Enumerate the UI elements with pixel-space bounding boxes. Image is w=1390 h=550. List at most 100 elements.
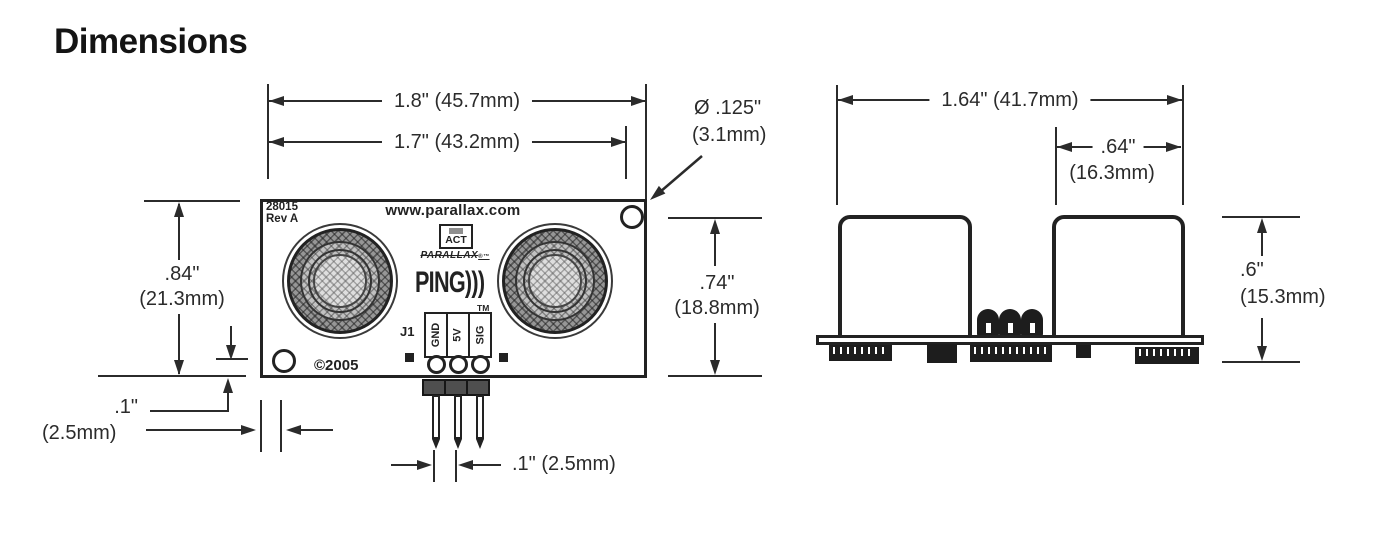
ext-line xyxy=(144,200,240,202)
dim-line xyxy=(714,322,716,364)
dim-label: (15.3mm) xyxy=(1240,285,1326,309)
ext-line xyxy=(1182,85,1184,205)
dim-label: .84" (21.3mm) xyxy=(134,260,230,314)
act-led-box: ACT xyxy=(439,224,473,249)
page-title: Dimensions xyxy=(54,22,248,61)
dim-label: (3.1mm) xyxy=(692,123,767,147)
pin-pad xyxy=(471,355,490,374)
arrow-left-icon xyxy=(1057,142,1072,152)
smd-component xyxy=(829,345,892,361)
pcb-side xyxy=(816,335,1204,345)
square-pad xyxy=(405,353,414,362)
transducer-ring xyxy=(502,228,608,334)
ext-line xyxy=(216,358,248,360)
arrow-up-icon xyxy=(1257,218,1267,233)
arrow-left-icon xyxy=(458,460,473,470)
pin-pad xyxy=(449,355,468,374)
transducer-ring xyxy=(515,241,595,321)
mounting-hole-top-right xyxy=(620,205,644,229)
pin-label-cell-5v: 5V xyxy=(446,312,470,358)
arrow-left-icon xyxy=(269,96,284,106)
connector-j1: GND 5V SIG xyxy=(424,312,492,358)
ext-line xyxy=(668,375,762,377)
dim-label: .74" (18.8mm) xyxy=(669,269,765,323)
capacitor xyxy=(977,309,999,337)
ext-line xyxy=(280,400,282,452)
arrow-down-icon xyxy=(174,360,184,375)
ext-line xyxy=(267,84,269,179)
leader-arrow-icon xyxy=(650,155,703,200)
arrow-left-icon xyxy=(286,425,301,435)
pin xyxy=(432,395,440,439)
dim-label: 1.8" (45.7mm) xyxy=(381,89,533,113)
transducer-can-left xyxy=(838,215,972,339)
arrow-left-icon xyxy=(269,137,284,147)
dim-line xyxy=(1261,318,1263,350)
smd-component xyxy=(970,345,1052,362)
dim-label: .64" xyxy=(1092,135,1144,159)
product-logo: PING))) xyxy=(415,266,485,299)
transducer-can-right xyxy=(1052,215,1185,339)
connector-label: J1 xyxy=(400,324,415,339)
arrow-down-icon xyxy=(226,345,236,360)
arrow-right-icon xyxy=(1167,95,1182,105)
copyright: ©2005 xyxy=(314,357,359,374)
smd-component xyxy=(1135,347,1199,364)
arrow-down-icon xyxy=(710,360,720,375)
ext-line xyxy=(645,84,647,200)
square-pad xyxy=(499,353,508,362)
arrow-right-icon xyxy=(611,137,626,147)
arrow-left-icon xyxy=(838,95,853,105)
arrow-right-icon xyxy=(417,460,432,470)
dim-label: 1.7" (43.2mm) xyxy=(381,130,533,154)
mounting-hole-bottom-left xyxy=(272,349,296,373)
dim-line xyxy=(1261,230,1263,256)
pin-tip xyxy=(432,439,440,449)
smd-component xyxy=(1076,345,1091,358)
url-text: www.parallax.com xyxy=(385,202,521,219)
dim-label: (16.3mm) xyxy=(1065,161,1159,185)
ext-line xyxy=(1222,361,1300,363)
capacitor xyxy=(1021,309,1043,337)
pin-tip xyxy=(476,439,484,449)
pin-label-cell-gnd: GND xyxy=(424,312,448,358)
ext-line xyxy=(260,400,262,452)
dim-label: .6" xyxy=(1240,258,1264,282)
dim-label: .1" (2.5mm) xyxy=(512,452,616,476)
transducer-left xyxy=(282,223,398,339)
brand-logo: PARALLAX®™ xyxy=(420,250,490,261)
ext-line xyxy=(836,85,838,205)
ext-line xyxy=(455,450,457,482)
dim-line xyxy=(473,464,501,466)
trademark-label: TM xyxy=(477,303,490,313)
transducer-ring xyxy=(287,228,393,334)
arrow-right-icon xyxy=(631,96,646,106)
pin xyxy=(476,395,484,439)
smd-component xyxy=(927,344,957,363)
dim-line xyxy=(227,392,229,412)
part-number: 28015 Rev A xyxy=(266,201,299,225)
arrow-up-icon xyxy=(174,202,184,217)
dim-label: (2.5mm) xyxy=(42,421,117,445)
revision: Rev A xyxy=(266,213,299,225)
ext-line xyxy=(1222,216,1300,218)
dim-line xyxy=(230,326,232,348)
ext-line xyxy=(668,217,762,219)
arrow-up-icon xyxy=(710,219,720,234)
arrow-up-icon xyxy=(223,378,233,393)
brand-marks: ®™ xyxy=(478,254,490,260)
dim-label: Ø .125" xyxy=(694,96,762,120)
arrow-right-icon xyxy=(241,425,256,435)
ext-line xyxy=(625,126,627,179)
transducer-ring xyxy=(300,241,380,321)
header-divider xyxy=(466,380,468,395)
pin-pad xyxy=(427,355,446,374)
ext-line xyxy=(1055,127,1057,205)
pin-label-cell-sig: SIG xyxy=(468,312,492,358)
pin xyxy=(454,395,462,439)
dim-label: 1.64" (41.7mm) xyxy=(929,88,1091,112)
pin-tip xyxy=(454,439,462,449)
dim-label: .1" xyxy=(114,395,138,419)
dim-line xyxy=(301,429,333,431)
